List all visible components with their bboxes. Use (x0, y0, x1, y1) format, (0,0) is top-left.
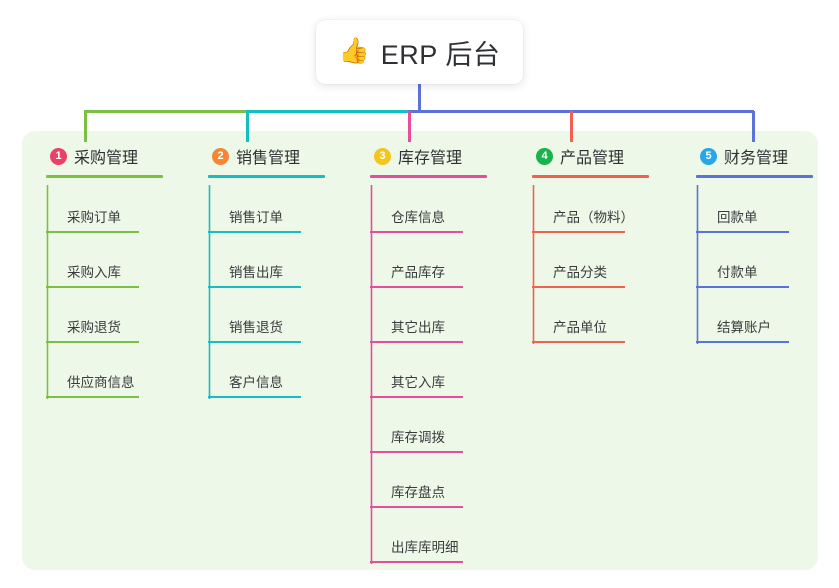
menu-item[interactable]: 产品单位 (520, 288, 680, 343)
column-underline (370, 175, 487, 178)
menu-item[interactable]: 采购退货 (34, 288, 194, 343)
menu-item-underline (370, 341, 463, 343)
menu-item-underline (208, 396, 301, 398)
column-1: 1 采购管理采购订单采购入库采购退货供应商信息 (34, 144, 194, 398)
menu-item-label: 库存调拨 (391, 430, 445, 445)
menu-item-underline (532, 341, 625, 343)
menu-item[interactable]: 其它出库 (358, 288, 518, 343)
menu-item[interactable]: 产品分类 (520, 233, 680, 288)
column-header-5[interactable]: 5 财务管理 (684, 144, 839, 168)
column-4: 4 产品管理产品（物料） 产品分类产品单位 (520, 144, 680, 343)
root-node[interactable]: 👍 ERP 后台 (316, 20, 523, 84)
number-badge-icon: 4 (536, 147, 553, 165)
menu-item[interactable]: 库存盘点 (358, 453, 518, 508)
menu-item-label: 产品（物料） (553, 210, 634, 225)
column-items: 回款单付款单结算账户 (684, 178, 839, 343)
menu-item-underline (532, 286, 625, 288)
menu-item-underline (370, 451, 463, 453)
menu-item-label: 其它出库 (391, 320, 445, 335)
menu-item-label: 仓库信息 (391, 210, 445, 225)
diagram-panel (22, 131, 818, 570)
menu-item-label: 付款单 (717, 265, 758, 280)
column-underline (46, 175, 163, 178)
menu-item[interactable]: 产品库存 (358, 233, 518, 288)
column-title: 产品管理 (560, 150, 625, 167)
column-items: 采购订单采购入库采购退货供应商信息 (34, 178, 194, 398)
column-underline (532, 175, 649, 178)
menu-item-underline (46, 396, 139, 398)
menu-item-underline (46, 231, 139, 233)
menu-item-label: 回款单 (717, 210, 758, 225)
menu-item-label: 销售订单 (229, 210, 283, 225)
number-badge-icon: 1 (50, 147, 67, 165)
menu-item-underline (696, 341, 789, 343)
menu-item-label: 采购入库 (67, 265, 121, 280)
column-underline (208, 175, 325, 178)
menu-item[interactable]: 客户信息 (196, 343, 356, 398)
column-title: 采购管理 (74, 150, 139, 167)
menu-item-label: 产品分类 (553, 265, 607, 280)
menu-item[interactable]: 出库库明细 (358, 508, 518, 563)
menu-item-label: 客户信息 (229, 375, 283, 390)
column-header-2[interactable]: 2 销售管理 (196, 144, 356, 168)
column-items: 产品（物料） 产品分类产品单位 (520, 178, 680, 343)
menu-item[interactable]: 付款单 (684, 233, 839, 288)
menu-item-label: 采购退货 (67, 320, 121, 335)
column-items: 销售订单销售出库销售退货客户信息 (196, 178, 356, 398)
menu-item-label: 库存盘点 (391, 485, 445, 500)
menu-item-underline (46, 286, 139, 288)
column-underline (696, 175, 813, 178)
column-3: 3 库存管理仓库信息产品库存其它出库其它入库库存调拨库存盘点出库库明细 (358, 144, 518, 563)
menu-item-label: 结算账户 (717, 320, 771, 335)
menu-item[interactable]: 供应商信息 (34, 343, 194, 398)
menu-item[interactable]: 其它入库 (358, 343, 518, 398)
root-node-title: ERP 后台 (380, 39, 501, 70)
column-2: 2 销售管理销售订单销售出库销售退货客户信息 (196, 144, 356, 398)
menu-item-label: 销售退货 (229, 320, 283, 335)
column-title: 库存管理 (398, 150, 463, 167)
menu-item-underline (370, 561, 463, 563)
menu-item[interactable]: 产品（物料） (520, 178, 680, 233)
menu-item-underline (46, 341, 139, 343)
number-badge-icon: 2 (212, 147, 229, 165)
menu-item-underline (370, 396, 463, 398)
menu-item-underline (370, 506, 463, 508)
menu-item[interactable]: 销售订单 (196, 178, 356, 233)
menu-item-underline (208, 341, 301, 343)
menu-item-label: 采购订单 (67, 210, 121, 225)
menu-item-label: 其它入库 (391, 375, 445, 390)
menu-item[interactable]: 回款单 (684, 178, 839, 233)
menu-item[interactable]: 销售退货 (196, 288, 356, 343)
column-items: 仓库信息产品库存其它出库其它入库库存调拨库存盘点出库库明细 (358, 178, 518, 563)
menu-item-label: 出库库明细 (391, 540, 459, 555)
menu-item[interactable]: 销售出库 (196, 233, 356, 288)
menu-item-underline (532, 231, 625, 233)
menu-item-underline (208, 286, 301, 288)
menu-item-underline (370, 286, 463, 288)
menu-item-label: 销售出库 (229, 265, 283, 280)
column-header-3[interactable]: 3 库存管理 (358, 144, 518, 168)
column-header-1[interactable]: 1 采购管理 (34, 144, 194, 168)
menu-item-underline (208, 231, 301, 233)
column-header-4[interactable]: 4 产品管理 (520, 144, 680, 168)
menu-item[interactable]: 采购入库 (34, 233, 194, 288)
menu-item[interactable]: 仓库信息 (358, 178, 518, 233)
number-badge-icon: 5 (700, 147, 717, 165)
menu-item[interactable]: 采购订单 (34, 178, 194, 233)
menu-item-underline (696, 231, 789, 233)
menu-item-underline (370, 231, 463, 233)
column-5: 5 财务管理回款单付款单结算账户 (684, 144, 839, 343)
column-title: 财务管理 (724, 150, 789, 167)
menu-item-label: 产品单位 (553, 320, 607, 335)
menu-item-underline (696, 286, 789, 288)
menu-item-label: 供应商信息 (67, 375, 135, 390)
column-title: 销售管理 (236, 150, 301, 167)
thumbs-up-icon: 👍 (338, 36, 370, 65)
menu-item[interactable]: 库存调拨 (358, 398, 518, 453)
number-badge-icon: 3 (374, 147, 391, 165)
menu-item-label: 产品库存 (391, 265, 445, 280)
menu-item[interactable]: 结算账户 (684, 288, 839, 343)
